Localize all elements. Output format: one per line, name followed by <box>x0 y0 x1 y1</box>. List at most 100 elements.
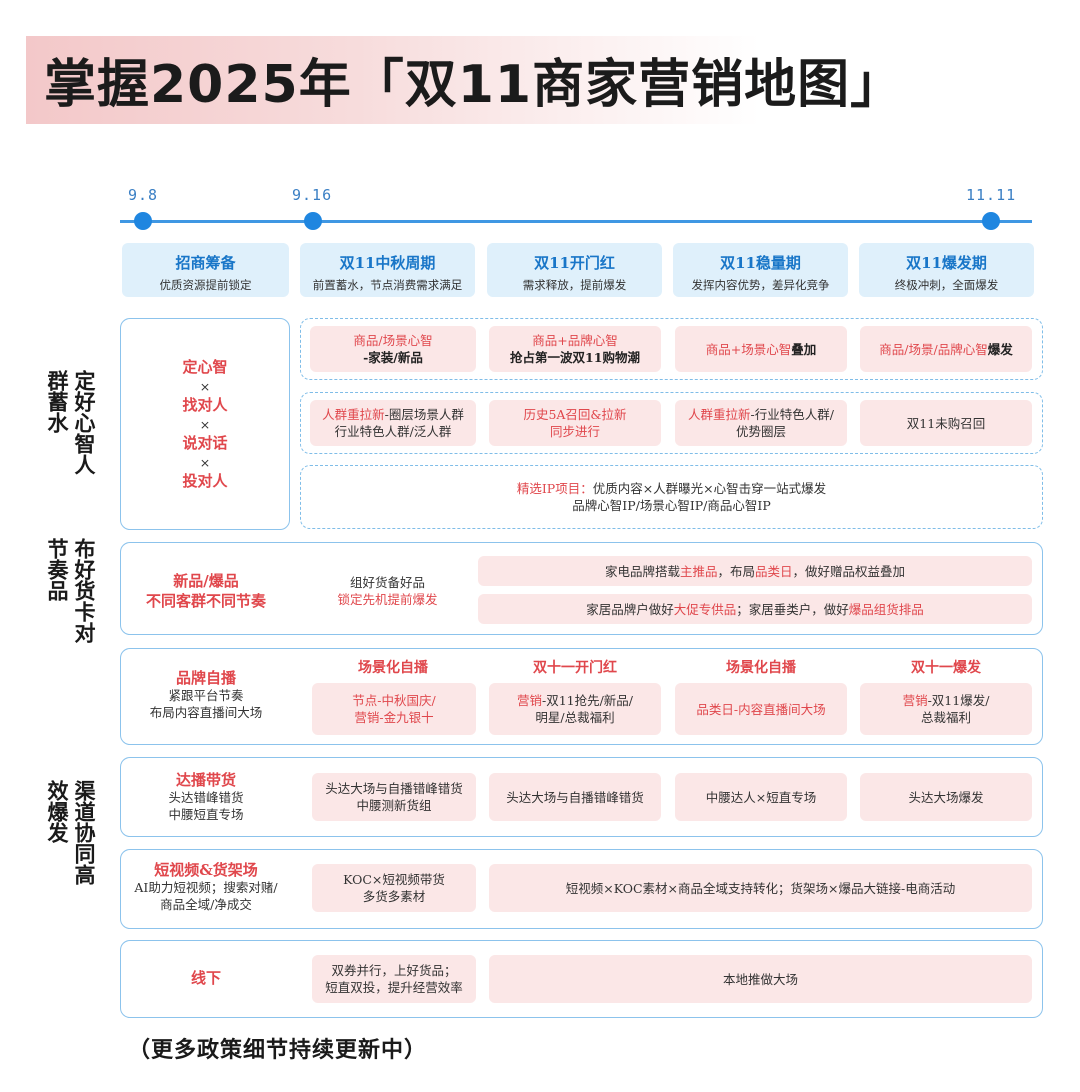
phase-subtitle: 优质资源提前锁定 <box>159 278 252 292</box>
title-banner <box>26 36 760 124</box>
cell-text: 历史5A召回&拉新 <box>523 407 627 422</box>
cell-text: -圈层场景人群 <box>384 407 464 422</box>
cell-text: 紧跟平台节奏 <box>168 688 244 703</box>
brand-live-cell: 品类日-内容直播间大场 <box>675 683 847 735</box>
brand-live-cell: 营销-双11爆发/ 总裁福利 <box>860 683 1032 735</box>
phase-subtitle: 终极冲刺，全面爆发 <box>894 278 999 292</box>
offline-left: 线下 <box>122 970 290 987</box>
cell-text: 商品+场景心智 <box>705 341 792 357</box>
cell-text: 行业特色人群/泛人群 <box>334 424 452 439</box>
phase-card: 双11稳量期 发挥内容优势，差异化竞争 <box>673 243 848 297</box>
phase-title: 招商筹备 <box>175 254 236 272</box>
cell-text: 双11未购召回 <box>906 415 986 431</box>
ip-row <box>300 465 1043 529</box>
goods-cell: 家电品牌搭载主推品，布局品类日，做好赠品权益叠加 <box>478 556 1032 586</box>
cell-text: 商品/场景/品牌心智 <box>879 341 988 357</box>
cell-text: 品类日-内容直播间大场 <box>696 701 826 717</box>
audience-cell: 人群重拉新-行业特色人群/ 优势圈层 <box>675 400 847 446</box>
timeline-date: 9.8 <box>128 186 159 204</box>
audience-cell: 历史5A召回&拉新 同步进行 <box>489 400 661 446</box>
brand-live-left: 品牌自播 紧跟平台节奏 布局内容直播间大场 <box>122 670 290 721</box>
cell-text: 营销-金九银十 <box>354 710 434 725</box>
cell-text: 品牌心智IP/场景心智IP/商品心智IP <box>572 498 771 513</box>
column-header: 场景化自播 <box>358 660 428 676</box>
section-label-channels: 渠道协同高效爆发 <box>45 780 97 885</box>
influencer-cell: 头达大场爆发 <box>860 773 1032 821</box>
phase-subtitle: 发挥内容优势，差异化竞争 <box>691 278 830 292</box>
phase-title: 双11爆发期 <box>906 254 987 272</box>
cell-text: 人群重拉新 <box>688 407 751 422</box>
cell-text: -双11爆发/ <box>927 693 990 708</box>
mindset-cell: 商品/场景心智 -家装/新品 <box>310 326 476 372</box>
strategy-step: 找对人 <box>182 395 228 414</box>
cell-text: 主推品 <box>679 563 718 579</box>
cell-text: 中腰测新货组 <box>356 798 432 813</box>
cell-text: -双11抢先/新品/ <box>541 693 634 708</box>
cell-text: 商品+品牌心智 <box>532 333 618 348</box>
cell-text: 头达大场与自播错峰错货 <box>325 781 463 796</box>
ip-text: 精选IP项目：优质内容×人群曝光×心智击穿一站式爆发 品牌心智IP/场景心智IP… <box>300 480 1043 514</box>
cell-text: 布局内容直播间大场 <box>149 705 263 720</box>
cell-text: 短直双投，提升经营效率 <box>325 980 463 995</box>
cell-text: -家装/新品 <box>363 350 423 365</box>
cell-text: 新品/爆品 <box>173 572 239 590</box>
timeline-dot-start <box>134 212 152 230</box>
timeline-line <box>120 220 1032 223</box>
cell-text: 叠加 <box>791 341 817 357</box>
goods-cell: 家居品牌户做好大促专供品；家居垂类户，做好爆品组货排品 <box>478 594 1032 624</box>
timeline-dot-end <box>982 212 1000 230</box>
cell-text: 品类日 <box>755 563 793 579</box>
offline-cell: 本地推做大场 <box>489 955 1032 1003</box>
cell-text: AI助力短视频；搜索对赌/ <box>134 880 278 895</box>
cell-text: ，布局 <box>717 563 755 579</box>
cell-text: 中腰达人×短直专场 <box>705 789 817 805</box>
influencer-left: 达播带货 头达错峰错货 中腰短直专场 <box>122 772 290 823</box>
timeline-date: 9.16 <box>292 186 333 204</box>
cell-text: 不同客群不同节奏 <box>145 592 266 610</box>
strategy-step: 定心智 <box>182 357 228 376</box>
section-label-goods: 布好货卡对节奏品 <box>45 538 97 643</box>
cell-text: 人群重拉新 <box>322 407 385 422</box>
cell-text: 中腰短直专场 <box>168 807 244 822</box>
times-sign: × <box>199 454 211 470</box>
phase-card: 双11中秋周期 前置蓄水，节点消费需求满足 <box>300 243 475 297</box>
cell-text: 品牌自播 <box>175 669 236 687</box>
phase-subtitle: 前置蓄水，节点消费需求满足 <box>312 278 463 292</box>
influencer-cell: 头达大场与自播错峰错货 中腰测新货组 <box>312 773 476 821</box>
cell-text: -行业特色人群/ <box>750 407 834 422</box>
cell-text: 营销 <box>516 693 542 708</box>
goods-left: 新品/爆品 不同客群不同节奏 <box>122 571 290 611</box>
timeline-date: 11.11 <box>966 186 1017 204</box>
footer-note: （更多政策细节持续更新中） <box>128 1037 428 1063</box>
cell-text: 爆发 <box>987 341 1013 357</box>
cell-text: 商品/场景心智 <box>353 333 433 348</box>
cell-text: 线下 <box>190 969 221 987</box>
cell-text: 优质内容×人群曝光×心智击穿一站式爆发 <box>592 481 827 496</box>
cell-text: 双券并行，上好货品； <box>331 963 457 978</box>
cell-text: 抢占第一波双11购物潮 <box>510 350 640 365</box>
cell-text: 节点-中秋国庆/ <box>352 693 436 708</box>
cell-text: 家居品牌户做好 <box>586 601 674 617</box>
cell-text: 爆品组货排品 <box>848 601 924 617</box>
mindset-cell: 商品/场景/品牌心智爆发 <box>860 326 1032 372</box>
cell-text: 头达大场与自播错峰错货 <box>506 789 644 805</box>
cell-text: 头达大场爆发 <box>908 789 984 805</box>
goods-mid: 组好货备好品 锁定先机提前爆发 <box>300 574 475 608</box>
strategy-step: 投对人 <box>182 471 228 490</box>
cell-text: 头达错峰错货 <box>168 790 244 805</box>
cell-text: 家电品牌搭载 <box>604 563 680 579</box>
column-header: 场景化自播 <box>726 660 796 676</box>
page-title: 掌握2025年「双11商家营销地图」 <box>44 55 904 115</box>
brand-live-cell: 节点-中秋国庆/ 营销-金九银十 <box>312 683 476 735</box>
cell-text: KOC×短视频带货 <box>343 872 445 887</box>
short-video-cell: 短视频×KOC素材×商品全域支持转化；货架场×爆品大链接-电商活动 <box>489 864 1032 912</box>
audience-row <box>300 392 1043 454</box>
column-header: 双十一开门红 <box>533 660 617 676</box>
phase-title: 双11稳量期 <box>720 254 801 272</box>
times-sign: × <box>199 416 211 432</box>
phase-subtitle: 需求释放，提前爆发 <box>522 278 627 292</box>
phase-title: 双11中秋周期 <box>339 254 436 272</box>
short-video-cell: KOC×短视频带货 多货多素材 <box>312 864 476 912</box>
mindset-cell: 商品+品牌心智 抢占第一波双11购物潮 <box>489 326 661 372</box>
cell-text: 大促专供品 <box>673 601 737 617</box>
